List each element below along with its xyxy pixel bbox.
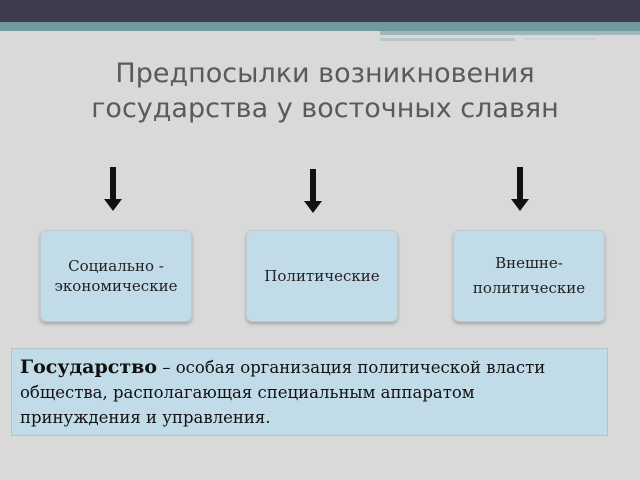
down-arrow-icon — [104, 167, 122, 211]
accent-stripe-thinner — [380, 38, 515, 41]
down-arrow-icon — [511, 167, 529, 211]
premise-box-political: Политические — [246, 230, 398, 322]
slide-title: Предпосылки возникновения государства у … — [0, 56, 640, 126]
box-label-line-1: Социально - — [68, 257, 164, 275]
slide-title-line-1: Предпосылки возникновения — [115, 58, 535, 89]
definition-box: Государство – особая организация политич… — [11, 348, 608, 436]
accent-stripe-thinnest — [525, 38, 595, 40]
down-arrow-icon — [304, 169, 322, 213]
accent-stripe — [0, 22, 640, 31]
box-label-line-1: Внешне- — [495, 254, 563, 272]
premise-box-socioeconomic: Социально - экономические — [40, 230, 192, 322]
box-label-line-1: Политические — [264, 267, 380, 285]
box-label-line-2: политические — [472, 279, 586, 297]
definition-term: Государство — [20, 356, 157, 378]
header-bar — [0, 0, 640, 22]
definition-text: – особая организация политической власти… — [20, 358, 546, 427]
slide-title-line-2: государства у восточных славян — [91, 93, 559, 124]
box-label-line-2: экономические — [54, 277, 178, 295]
accent-stripe-thin — [380, 31, 640, 35]
premise-box-foreign-political: Внешне- политические — [453, 230, 605, 322]
